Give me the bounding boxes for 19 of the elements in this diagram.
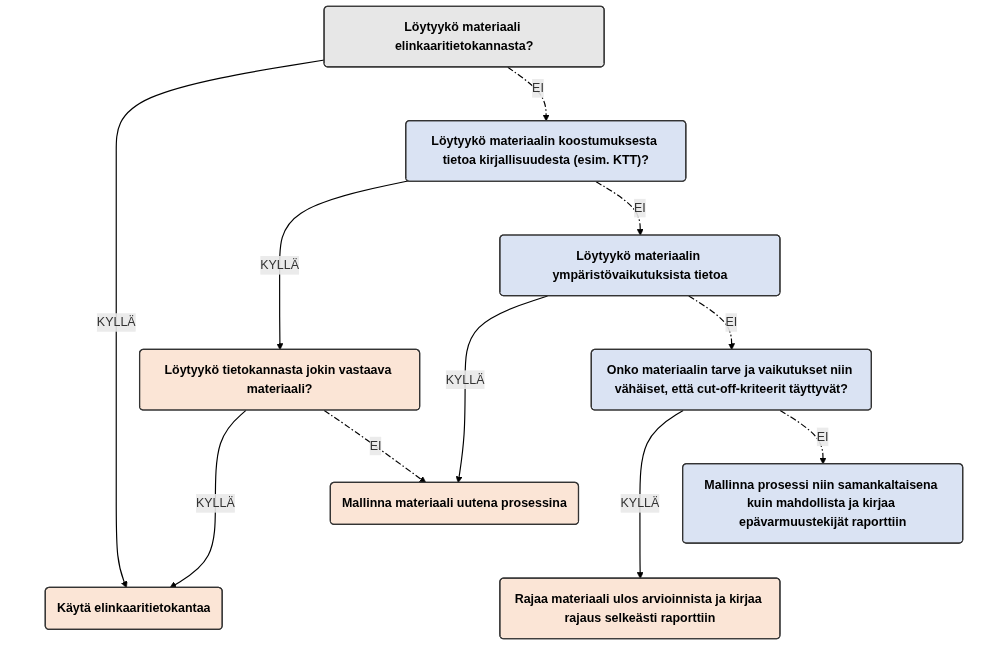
arrow bbox=[779, 409, 827, 465]
arrow bbox=[169, 409, 247, 589]
arrow bbox=[507, 66, 550, 122]
arrow bbox=[455, 295, 549, 484]
edge-label: KYLLÄ bbox=[196, 496, 235, 510]
arrow bbox=[636, 409, 684, 579]
arrow bbox=[276, 180, 409, 351]
edge-label: EI bbox=[369, 438, 382, 453]
edge-label: EI bbox=[532, 81, 544, 95]
edge-label: KYLLÄ bbox=[96, 315, 136, 329]
arrow bbox=[323, 409, 427, 484]
edge-label: EI bbox=[816, 429, 829, 444]
arrow bbox=[688, 295, 736, 351]
edge-label: KYLLÄ bbox=[445, 372, 485, 386]
edge-label: EI bbox=[634, 201, 646, 215]
edge-label: KYLLÄ bbox=[620, 496, 660, 510]
arrow bbox=[595, 181, 644, 236]
edge-label: EI bbox=[725, 315, 738, 329]
edge-label: KYLLÄ bbox=[260, 258, 300, 272]
